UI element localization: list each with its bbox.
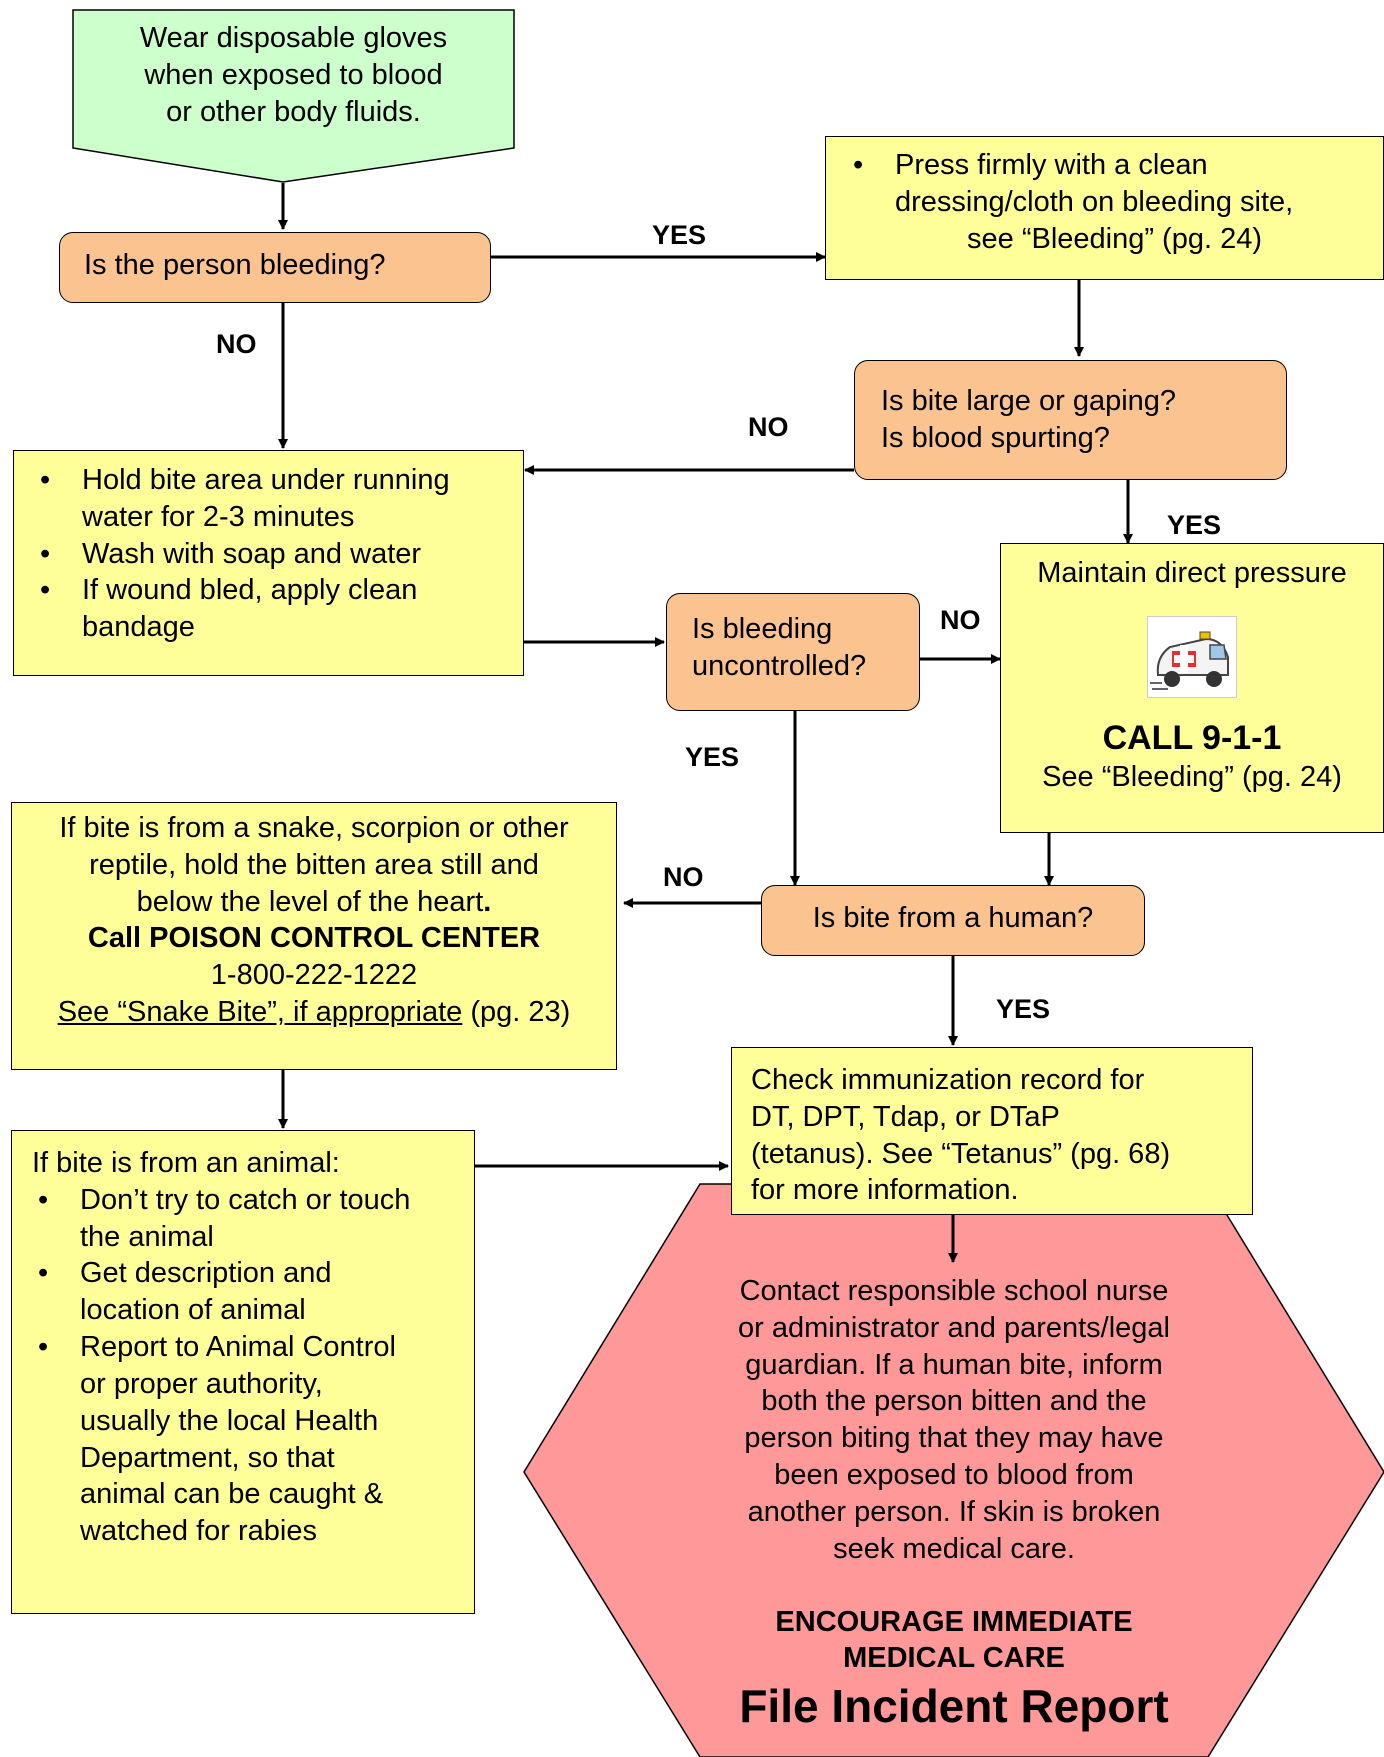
snake-line3: below the level of the heart. bbox=[12, 884, 616, 921]
final-line6: been exposed to blood from bbox=[774, 1459, 1134, 1492]
hold-item3-line1: If wound bled, apply clean bbox=[82, 574, 418, 607]
maintain-pressure-box: Maintain direct pressure CALL 9-1-1 See … bbox=[1000, 543, 1384, 833]
label-yes-press: YES bbox=[652, 220, 707, 250]
final-line7: another person. If skin is broken bbox=[747, 1495, 1161, 1528]
encourage-care-line2: MEDICAL CARE bbox=[843, 1642, 1065, 1675]
hold-item-bandage: If wound bled, apply clean bandage bbox=[40, 572, 523, 646]
animal-item2-line2: location of animal bbox=[80, 1294, 306, 1327]
hold-item-running-water: Hold bite area under running water for 2… bbox=[40, 462, 523, 536]
question-uncontrolled-line2: uncontrolled? bbox=[692, 649, 867, 682]
press-text-line2: dressing/cloth on bleeding site, bbox=[895, 185, 1294, 218]
hold-item-wash: Wash with soap and water bbox=[40, 536, 523, 573]
hold-item3-line2: bandage bbox=[82, 611, 195, 644]
label-no-large: NO bbox=[748, 412, 789, 442]
press-firmly-item: Press firmly with a clean dressing/cloth… bbox=[853, 147, 1383, 257]
press-text-line1: Press firmly with a clean bbox=[895, 149, 1208, 181]
start-text-line3: or other body fluids. bbox=[166, 95, 421, 128]
hold-item2: Wash with soap and water bbox=[82, 537, 422, 570]
immun-line4: for more information. bbox=[751, 1174, 1019, 1207]
label-no-uncontrolled: NO bbox=[940, 605, 981, 635]
snake-bite-box: If bite is from a snake, scorpion or oth… bbox=[11, 802, 617, 1070]
animal-item-description: Get description and location of animal bbox=[38, 1255, 474, 1329]
snake-line2: reptile, hold the bitten area still and bbox=[89, 848, 539, 881]
animal-item-dont-catch: Don’t try to catch or touch the animal bbox=[38, 1182, 474, 1256]
animal-item1-line2: the animal bbox=[80, 1220, 214, 1253]
start-text-line2: when exposed to blood bbox=[144, 58, 443, 91]
animal-item3-line2: or proper authority, bbox=[80, 1367, 323, 1400]
start-shape bbox=[72, 9, 515, 183]
animal-item3-line3: usually the local Health bbox=[80, 1404, 379, 1437]
snake-bite-page: (pg. 23) bbox=[462, 996, 571, 1029]
hold-bite-area-box: Hold bite area under running water for 2… bbox=[13, 450, 524, 676]
final-line2: or administrator and parents/legal bbox=[737, 1311, 1170, 1344]
immunization-box: Check immunization record for DT, DPT, T… bbox=[731, 1047, 1253, 1215]
animal-item3-line5: animal can be caught & bbox=[80, 1478, 384, 1511]
snake-see-line: See “Snake Bite”, if appropriate (pg. 23… bbox=[12, 994, 616, 1031]
question-uncontrolled-line1: Is bleeding bbox=[692, 613, 833, 645]
animal-item1-line1: Don’t try to catch or touch bbox=[80, 1183, 411, 1216]
animal-item3-line4: Department, so that bbox=[80, 1441, 335, 1474]
final-line5: person biting that they may have bbox=[744, 1422, 1164, 1455]
question-bite-large-line2: Is blood spurting? bbox=[881, 421, 1110, 454]
final-line8: seek medical care. bbox=[833, 1532, 1075, 1565]
label-no-human: NO bbox=[663, 862, 704, 892]
animal-item3-line6: watched for rabies bbox=[80, 1515, 317, 1548]
maintain-pressure-title: Maintain direct pressure bbox=[1037, 557, 1347, 589]
label-no-hold: NO bbox=[216, 329, 257, 359]
snake-line1: If bite is from a snake, scorpion or oth… bbox=[59, 812, 569, 844]
ambulance-icon bbox=[1147, 615, 1237, 698]
animal-title: If bite is from an animal: bbox=[32, 1147, 340, 1179]
final-line1: Contact responsible school nurse bbox=[739, 1275, 1169, 1307]
question-bite-large: Is bite large or gaping? Is blood spurti… bbox=[854, 360, 1287, 480]
immun-line1: Check immunization record for bbox=[751, 1064, 1145, 1096]
question-person-bleeding: Is the person bleeding? bbox=[59, 232, 491, 303]
question-bite-large-line1: Is bite large or gaping? bbox=[881, 385, 1177, 417]
question-bite-human: Is bite from a human? bbox=[761, 885, 1145, 956]
animal-item2-line1: Get description and bbox=[80, 1257, 332, 1290]
animal-item3-line1: Report to Animal Control bbox=[80, 1331, 396, 1364]
hold-item1-line2: water for 2-3 minutes bbox=[82, 500, 355, 533]
hold-item1-line1: Hold bite area under running bbox=[82, 464, 450, 496]
start-text-line1: Wear disposable gloves bbox=[139, 22, 448, 54]
label-yes-uncontrolled: YES bbox=[685, 742, 740, 772]
poison-control-call: Call POISON CONTROL CENTER bbox=[87, 922, 541, 955]
label-yes-large: YES bbox=[1167, 510, 1222, 540]
snake-line3-text: below the level of the heart bbox=[136, 885, 484, 918]
question-bleeding-uncontrolled: Is bleeding uncontrolled? bbox=[666, 593, 920, 711]
animal-bite-box: If bite is from an animal: Don’t try to … bbox=[11, 1130, 475, 1614]
start-node: Wear disposable gloves when exposed to b… bbox=[73, 20, 514, 130]
poison-control-phone: 1-800-222-1222 bbox=[210, 959, 418, 992]
animal-item-report: Report to Animal Control or proper autho… bbox=[38, 1329, 474, 1550]
question-bite-human-text: Is bite from a human? bbox=[812, 902, 1094, 934]
final-line3: guardian. If a human bite, inform bbox=[745, 1348, 1163, 1381]
file-incident-report: File Incident Report bbox=[739, 1680, 1169, 1733]
snake-line3-period: . bbox=[483, 885, 492, 918]
label-yes-human: YES bbox=[996, 994, 1051, 1024]
call-911-text: CALL 9-1-1 bbox=[1102, 718, 1282, 757]
press-firmly-box: Press firmly with a clean dressing/cloth… bbox=[825, 136, 1384, 280]
maintain-pressure-see-bleeding: See “Bleeding” (pg. 24) bbox=[1042, 760, 1342, 793]
question-person-bleeding-text: Is the person bleeding? bbox=[84, 249, 386, 281]
final-line4: both the person bitten and the bbox=[761, 1385, 1147, 1418]
immun-line3: (tetanus). See “Tetanus” (pg. 68) bbox=[751, 1137, 1171, 1170]
encourage-care-line1: ENCOURAGE IMMEDIATE bbox=[775, 1605, 1133, 1638]
immun-line2: DT, DPT, Tdap, or DTaP bbox=[751, 1100, 1060, 1133]
snake-bite-reference-link[interactable]: See “Snake Bite”, if appropriate bbox=[57, 996, 463, 1029]
press-text-line3: see “Bleeding” (pg. 24) bbox=[967, 222, 1262, 255]
final-contact-node: Contact responsible school nurse or admi… bbox=[680, 1273, 1228, 1737]
